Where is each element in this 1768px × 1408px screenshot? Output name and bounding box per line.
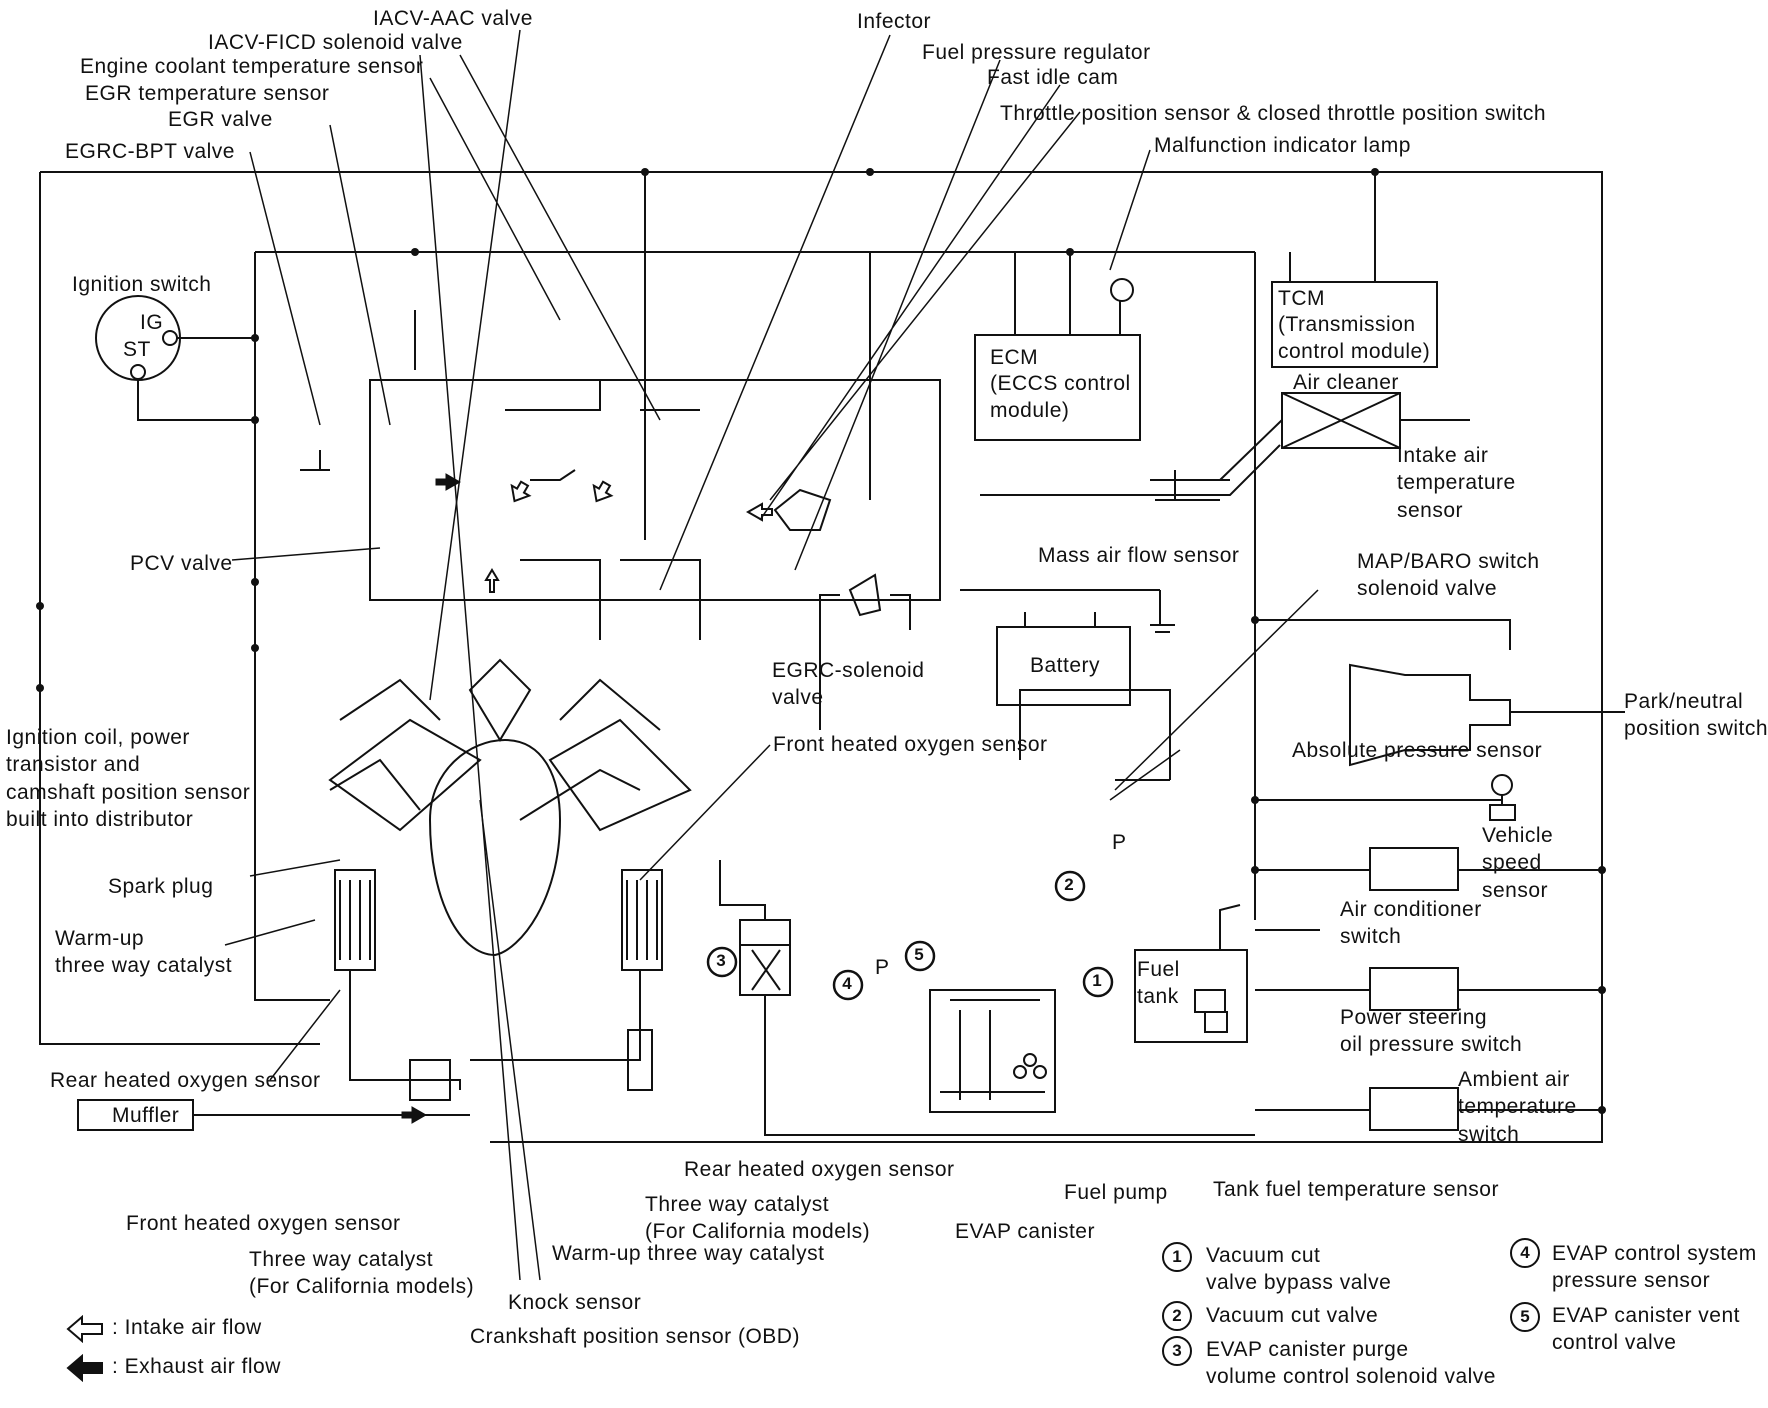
label-ac-switch: Air conditioner switch xyxy=(1340,898,1482,949)
label-throttle-position: Throttle position sensor & closed thrott… xyxy=(1000,102,1547,125)
legend-text-3: EVAP canister purge volume control solen… xyxy=(1206,1338,1496,1389)
label-abs-pressure: Absolute pressure sensor xyxy=(1292,739,1543,762)
label-warmup-cat-left: Warm-up three way catalyst xyxy=(55,927,233,978)
evap-canister-box xyxy=(929,989,1056,1113)
legend-text-2: Vacuum cut valve xyxy=(1206,1304,1379,1327)
mil-lamp xyxy=(1110,278,1134,302)
purge-valve-box xyxy=(739,919,791,996)
battery-box xyxy=(996,626,1131,706)
label-mil: Malfunction indicator lamp xyxy=(1154,134,1411,157)
label-rear-o2-bottom: Rear heated oxygen sensor xyxy=(684,1158,955,1181)
label-intake-air-temp: Intake air temperature sensor xyxy=(1397,444,1516,522)
warmup-cat-right xyxy=(621,869,663,971)
transmission-shape xyxy=(1349,663,1511,767)
junction-dots xyxy=(36,168,1606,1114)
label-ecm: ECM (ECCS control module) xyxy=(990,346,1131,422)
label-battery: Battery xyxy=(1030,654,1101,677)
intake-arrows xyxy=(484,480,773,593)
label-ignition-switch: Ignition switch xyxy=(72,273,212,296)
legend-text-1: Vacuum cut valve bypass valve xyxy=(1206,1244,1392,1295)
ac-switch-box xyxy=(1369,847,1459,891)
tcm-box xyxy=(1271,281,1438,368)
label-fuel-pressure-regulator: Fuel pressure regulator xyxy=(922,41,1151,64)
label-knock-sensor: Knock sensor xyxy=(508,1291,642,1314)
label-vehicle-speed: Vehicle speed sensor xyxy=(1482,824,1554,902)
legend-num-2: 2 xyxy=(1162,1301,1192,1331)
label-egrc-bpt: EGRC-BPT valve xyxy=(65,140,235,163)
label-three-way-cat-right: Three way catalyst (For California model… xyxy=(645,1193,871,1244)
exhaust-flow-key-icon xyxy=(66,1354,103,1382)
label-tank-fuel-temp: Tank fuel temperature sensor xyxy=(1213,1178,1499,1201)
callout-5: 5 xyxy=(914,945,924,964)
harness-left-rail xyxy=(39,172,320,1045)
label-iacv-ficd: IACV-FICD solenoid valve xyxy=(208,31,463,54)
legend-text-5: EVAP canister vent control valve xyxy=(1552,1304,1740,1355)
legend-num-4: 4 xyxy=(1510,1238,1540,1268)
legend-text-4: EVAP control system pressure sensor xyxy=(1552,1242,1757,1293)
label-front-o2-bottom: Front heated oxygen sensor xyxy=(126,1212,401,1235)
leader-lines xyxy=(224,29,1319,1281)
maf-body xyxy=(1150,470,1230,501)
ecm-box xyxy=(974,334,1141,441)
label-injector: Infector xyxy=(857,10,932,33)
label-map-baro: MAP/BARO switch solenoid valve xyxy=(1357,550,1540,601)
label-spark-plug: Spark plug xyxy=(108,875,214,898)
label-tcm: TCM (Transmission control module) xyxy=(1278,287,1431,363)
intake-flow-key-icon xyxy=(66,1315,103,1343)
label-p-marker-1: P xyxy=(1112,831,1127,854)
label-p-marker-2: P xyxy=(875,956,890,979)
exhaust-arrows xyxy=(401,473,462,1124)
label-warmup-cat-bottom: Warm-up three way catalyst xyxy=(552,1242,825,1265)
harness-inner xyxy=(254,251,1255,1001)
label-ignition-coil: Ignition coil, power transistor and cams… xyxy=(6,726,251,831)
label-egr-temp: EGR temperature sensor xyxy=(85,82,330,105)
label-three-way-cat-left: Three way catalyst (For California model… xyxy=(249,1248,475,1299)
label-fuel-pump: Fuel pump xyxy=(1064,1181,1168,1204)
label-pcv-valve: PCV valve xyxy=(130,552,233,575)
label-ig: IG xyxy=(140,311,164,334)
label-st: ST xyxy=(123,338,151,361)
exhaust-flow-key: : Exhaust air flow xyxy=(112,1355,281,1378)
legend-num-1: 1 xyxy=(1162,1242,1192,1272)
label-fast-idle-cam: Fast idle cam xyxy=(987,66,1119,89)
label-maf: Mass air flow sensor xyxy=(1038,544,1240,567)
label-egr-valve: EGR valve xyxy=(168,108,273,131)
label-rear-o2-left: Rear heated oxygen sensor xyxy=(50,1069,321,1092)
callout-3: 3 xyxy=(716,951,726,970)
engine-block xyxy=(428,738,562,957)
label-park-neutral: Park/neutral position switch xyxy=(1624,690,1768,741)
label-air-cleaner: Air cleaner xyxy=(1293,371,1399,394)
ambient-temp-box xyxy=(1369,1087,1459,1131)
label-front-o2-top: Front heated oxygen sensor xyxy=(773,733,1048,756)
intake-flow-key: : Intake air flow xyxy=(112,1316,262,1339)
label-coolant-temp: Engine coolant temperature sensor xyxy=(80,55,424,78)
label-iacv-aac: IACV-AAC valve xyxy=(373,7,533,30)
label-fuel-tank: Fuel tank xyxy=(1137,958,1180,1009)
label-ps-switch: Power steering oil pressure switch xyxy=(1340,1006,1523,1057)
callout-1: 1 xyxy=(1092,971,1102,990)
harness-outer xyxy=(40,171,1603,1143)
fuel-tank-box xyxy=(1134,949,1248,1043)
label-egrc-solenoid: EGRC-solenoid valve xyxy=(772,659,925,710)
legend-num-5: 5 xyxy=(1510,1302,1540,1332)
callout-4: 4 xyxy=(842,974,852,993)
warmup-cat-left xyxy=(334,869,376,971)
label-ambient-temp: Ambient air temperature switch xyxy=(1458,1068,1577,1146)
legend-num-3: 3 xyxy=(1162,1336,1192,1366)
label-evap-canister: EVAP canister xyxy=(955,1220,1095,1243)
label-muffler: Muffler xyxy=(112,1104,180,1127)
callout-2: 2 xyxy=(1064,875,1074,894)
label-crank-position: Crankshaft position sensor (OBD) xyxy=(470,1325,800,1348)
